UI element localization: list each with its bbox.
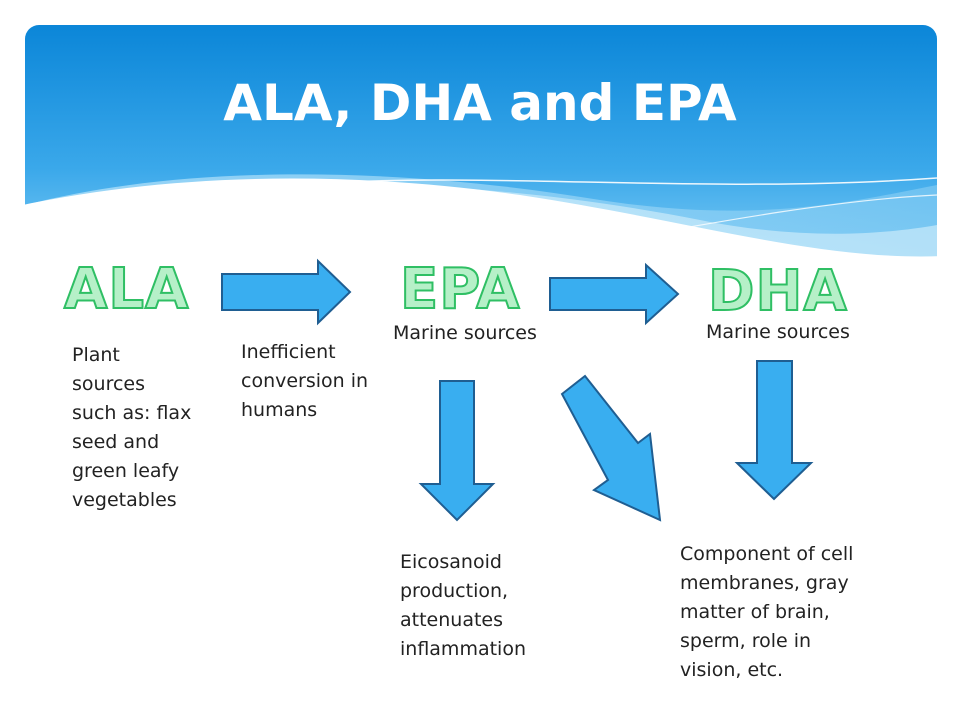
slide-title: ALA, DHA and EPA	[223, 74, 737, 132]
arrow-ala-to-epa	[221, 258, 352, 326]
dha-effect: Component of cell membranes, gray matter…	[680, 543, 854, 681]
dha-source: Marine sources	[706, 321, 850, 343]
epa-effect: Eicosanoid production, attenuates inflam…	[400, 551, 526, 660]
ala-label: ALA	[63, 257, 190, 322]
ala-description: Plant sources such as: flax seed and gre…	[72, 344, 192, 511]
epa-source: Marine sources	[393, 322, 537, 344]
arrow-dha-down	[734, 360, 814, 501]
arrow-epa-down	[418, 380, 496, 522]
header-wave-background	[0, 25, 960, 300]
dha-label: DHA	[707, 259, 848, 324]
epa-label: EPA	[399, 257, 521, 322]
conversion-note: Inefficient conversion in humans	[241, 341, 369, 421]
arrow-epa-to-dha	[549, 262, 680, 326]
arrow-epa-diagonal	[560, 374, 662, 522]
